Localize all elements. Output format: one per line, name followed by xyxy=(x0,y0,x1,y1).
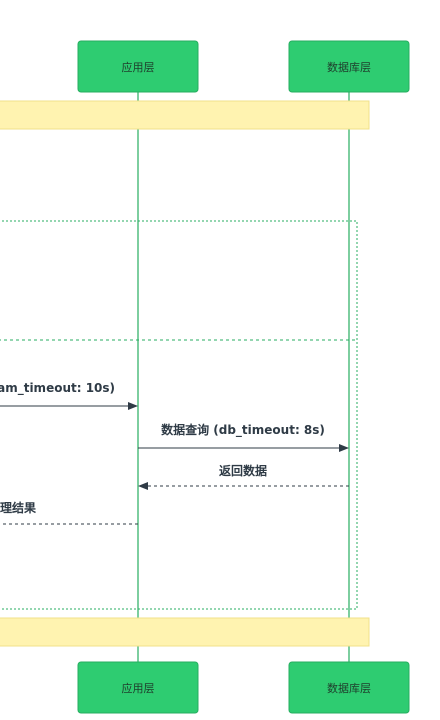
note-band-bottom xyxy=(0,617,370,647)
actor-app-bottom: 应用层 xyxy=(77,661,199,714)
actor-db-top: 数据库层 xyxy=(288,40,410,93)
actor-app-bottom-label: 应用层 xyxy=(122,681,155,695)
message-db-query-label: 数据查询 (db_timeout: 8s) xyxy=(161,422,325,438)
actor-db-bottom: 数据库层 xyxy=(288,661,410,714)
note-band-top xyxy=(0,100,370,130)
actor-app-top: 应用层 xyxy=(77,40,199,93)
message-upstream-call-label: eam_timeout: 10s) xyxy=(0,381,115,396)
actor-db-bottom-label: 数据库层 xyxy=(327,681,371,695)
actor-db-top-label: 数据库层 xyxy=(327,60,371,74)
actor-app-top-label: 应用层 xyxy=(122,60,155,74)
message-db-return-label: 返回数据 xyxy=(219,463,267,478)
message-result-return-label: 理结果 xyxy=(0,500,36,515)
fragment-frame xyxy=(0,220,358,610)
